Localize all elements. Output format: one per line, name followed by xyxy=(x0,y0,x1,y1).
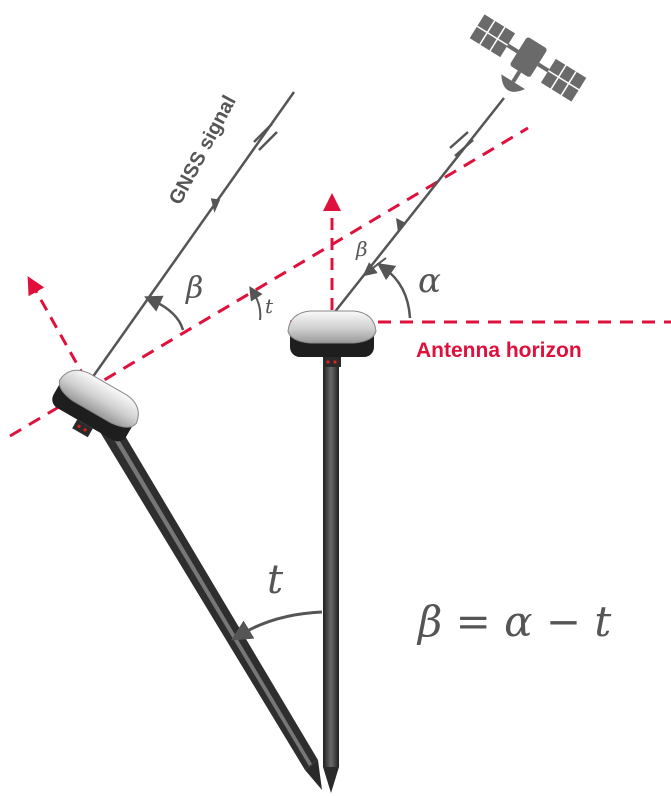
t-label-small: t xyxy=(265,294,274,318)
gnss-receiver-icon xyxy=(52,369,139,442)
equation: β = α − t xyxy=(416,597,611,646)
signal-arrow-left xyxy=(210,198,221,213)
t-label-large: t xyxy=(267,557,284,603)
beta-label-right: β xyxy=(355,237,368,261)
tilted-axis-left xyxy=(27,276,88,381)
break-mark-left xyxy=(253,123,278,151)
satellite-icon xyxy=(469,14,587,102)
beta-arc-left xyxy=(144,295,185,331)
gnss-signal-line-left xyxy=(90,91,296,379)
beta-label-left: β xyxy=(185,271,203,306)
gnss-signal-label: GNSS signal xyxy=(165,92,241,208)
alpha-label: α xyxy=(418,261,441,301)
alpha-arc xyxy=(376,262,412,319)
pole-vertical xyxy=(323,342,339,793)
gnss-signal-line-right xyxy=(329,97,505,319)
signal-arrow-right xyxy=(396,218,406,232)
break-mark-right xyxy=(449,131,474,157)
t-arc-large xyxy=(230,610,323,641)
t-arc-small xyxy=(249,286,263,321)
antenna-horizon-label: Antenna horizon xyxy=(416,339,582,362)
gnss-receiver-icon xyxy=(287,310,377,367)
pole-tilted xyxy=(100,424,322,790)
